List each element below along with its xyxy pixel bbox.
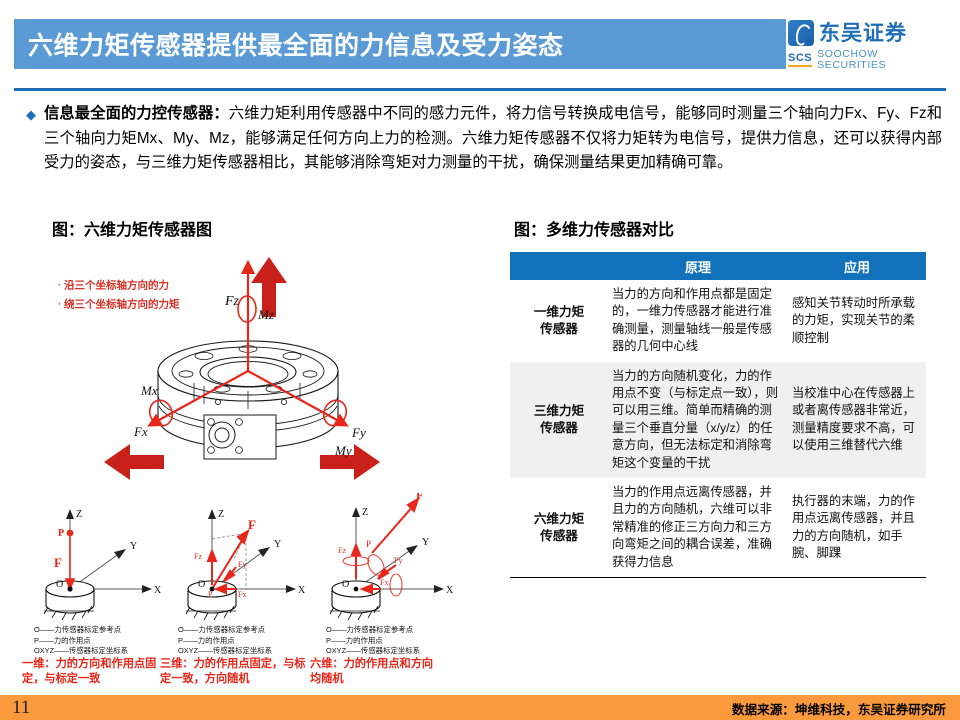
legend-item-1-label: 绕三个坐标轴方向的力矩: [64, 298, 180, 311]
logo-english-name: SOOCHOW SECURITIES: [817, 48, 887, 71]
point-label-o: O: [342, 579, 349, 590]
row-application-3d: 当校准中心在传感器上或者离传感器非常近，测量精度要求不高，可以使用三维替代六维: [788, 361, 926, 479]
data-source-label: 数据来源：坤维科技，东吴证券研究所: [731, 703, 946, 717]
axis-label-z: Z: [76, 509, 82, 520]
comp-label-fy: Fy: [238, 560, 246, 569]
header-title-bar: 六维力矩传感器提供最全面的力信息及受力姿态: [14, 19, 786, 69]
point-label-p: P: [208, 590, 213, 599]
table-header-row: 原理 应用: [510, 252, 926, 280]
bullet-text-body: 信息最全面的力控传感器：六维力矩利用传感器中不同的感力元件，将力信号转换成电信号…: [44, 102, 942, 176]
axis-label-y: Y: [130, 541, 137, 552]
legend-line-p: P——力的作用点: [178, 635, 235, 645]
six-axis-sensor-illustration: Fz Mz Fx Mx Fy My: [104, 257, 380, 480]
legend-line-oxyz: OXYZ——传感器标定坐标系: [178, 646, 273, 655]
legend-line-o: O——力传感器标定参考点: [178, 625, 266, 634]
axis-label-x: X: [298, 585, 306, 596]
point-label-p: P: [58, 528, 64, 539]
axis-label-y: Y: [274, 539, 281, 550]
table-row: 一维力矩传感器 当力的方向和作用点都是固定的，一维力传感器才能进行准确测量，测量…: [510, 280, 926, 362]
company-logo: 东吴证券 SCS SOOCHOW SECURITIES: [788, 20, 948, 71]
sensor-comparison-table: 原理 应用 一维力矩传感器 当力的方向和作用点都是固定的，一维力传感器才能进行准…: [510, 252, 926, 578]
page-number: 11: [12, 697, 31, 718]
axis-panel-1d-caption: 一维：力的方向和作用点固定，与标定一致: [22, 658, 157, 685]
right-figure-caption: 图：多维力传感器对比: [514, 222, 675, 239]
label-fx: Fx: [133, 424, 148, 439]
row-application-1d: 感知关节转动时所承载的力矩，实现关节的柔顺控制: [792, 295, 915, 345]
legend-line-o: O——力传感器标定参考点: [34, 625, 122, 634]
label-fy: Fy: [351, 425, 366, 440]
bullet-diamond-icon: ◆: [26, 107, 36, 122]
legend-item-1: ·绕三个坐标轴方向的力矩: [58, 295, 180, 314]
axis-panel-3d-legend: O——力传感器标定参考点 P——力的作用点 OXYZ——传感器标定坐标系: [178, 625, 272, 657]
axis-label-x: X: [446, 585, 454, 596]
legend-bullet-icon: ·: [58, 280, 61, 290]
row-name-1d: 一维力矩传感器: [533, 304, 585, 336]
bullet-paragraph: ◆ 信息最全面的力控传感器：六维力矩利用传感器中不同的感力元件，将力信号转换成电…: [26, 102, 942, 176]
page-title: 六维力矩传感器提供最全面的力信息及受力姿态: [28, 32, 564, 60]
row-principle-3d: 当力的方向随机变化，力的作用点不变（与标定点一致），则可以用三维。简单而精确的测…: [608, 361, 788, 479]
legend-line-p: P——力的作用点: [34, 635, 91, 645]
label-fz: Fz: [224, 294, 240, 309]
point-label-p: P: [366, 539, 371, 549]
axis-panel-3d-caption: 三维：力的作用点固定，与标定一致，方向随机: [160, 658, 306, 685]
comp-label-fy: Fy: [394, 556, 402, 565]
table-row: 三维力矩传感器 当力的方向随机变化，力的作用点不变（与标定点一致），则可以用三维…: [510, 361, 926, 479]
header-divider: [14, 88, 946, 91]
comp-label-fz: Fz: [194, 552, 202, 561]
row-name-6d: 六维力矩传感器: [533, 511, 585, 543]
comp-label-fx: Fx: [238, 590, 246, 599]
axis-label-z: Z: [362, 507, 368, 518]
legend-item-0: ·沿三个坐标轴方向的力: [58, 276, 180, 295]
row-application-6d: 执行器的末端，力的作用点远离传感器，并且力的方向随机，如手腕、脚踝: [792, 493, 915, 560]
bullet-body-text: 六维力矩利用传感器中不同的感力元件，将力信号转换成电信号，能够同时测量三个轴向力…: [44, 105, 942, 171]
axis-panel-6d-legend: O——力传感器标定参考点 P——力的作用点 OXYZ——传感器标定坐标系: [326, 625, 420, 657]
footer-bar: 数据来源：坤维科技，东吴证券研究所: [0, 695, 960, 720]
label-mx: Mx: [140, 383, 158, 398]
legend-line-oxyz: OXYZ——传感器标定坐标系: [326, 646, 421, 655]
axis-panel-1d-legend: O——力传感器标定参考点 P——力的作用点 OXYZ——传感器标定坐标系: [34, 625, 128, 657]
force-label-f: F: [54, 555, 62, 570]
axis-panel-6d: Z Y X F O P Fz Fy Fx: [329, 493, 454, 621]
legend-line-oxyz: OXYZ——传感器标定坐标系: [34, 646, 129, 655]
row-principle-1d: 当力的方向和作用点都是固定的，一维力传感器才能进行准确测量，测量轴线一般是传感器…: [612, 287, 772, 354]
logo-chinese-name: 东吴证券: [819, 21, 907, 45]
point-label-o: O: [56, 579, 63, 590]
table-header-principle: 原理: [608, 252, 788, 280]
axis-panel-6d-caption: 六维：力的作用点和方向均随机: [310, 658, 434, 685]
force-legend-list: ·沿三个坐标轴方向的力 ·绕三个坐标轴方向的力矩: [58, 276, 180, 315]
label-my: My: [334, 443, 352, 458]
force-label-f: F: [248, 517, 256, 532]
axis-panel-1d: Z Y X P O F: [43, 509, 162, 621]
logo-abbreviation: SCS: [788, 52, 813, 67]
table-header-application: 应用: [788, 252, 926, 280]
force-label-f: F: [416, 493, 423, 502]
axis-panel-3d: Z Y X F O P Fz Fy Fx: [185, 509, 306, 621]
axis-label-z: Z: [218, 509, 224, 520]
comp-label-fx: Fx: [380, 578, 388, 587]
table-row: 六维力矩传感器 当力的作用点远离传感器，并且力的方向随机，六维可以非常精准的修正…: [510, 478, 926, 578]
row-principle-6d: 当力的作用点远离传感器，并且力的方向随机，六维可以非常精准的修正三方向力和三方向…: [612, 485, 772, 569]
legend-bullet-icon: ·: [58, 299, 61, 310]
table-header-blank: [510, 252, 608, 280]
left-figure-caption: 图：六维力矩传感器图: [52, 222, 213, 239]
row-name-3d: 三维力矩传感器: [510, 361, 608, 479]
label-mz: Mz: [257, 307, 274, 322]
legend-line-p: P——力的作用点: [326, 635, 383, 645]
soochow-logo-icon: [788, 20, 814, 46]
axis-label-y: Y: [422, 537, 429, 548]
point-label-o: O: [198, 579, 205, 590]
legend-item-0-label: 沿三个坐标轴方向的力: [64, 279, 169, 292]
bullet-lead-label: 信息最全面的力控传感器：: [44, 105, 229, 122]
legend-line-o: O——力传感器标定参考点: [326, 625, 414, 634]
comp-label-fz: Fz: [338, 546, 346, 555]
left-figure-area: ·沿三个坐标轴方向的力 ·绕三个坐标轴方向的力矩: [8, 243, 488, 693]
axis-label-x: X: [154, 585, 162, 596]
